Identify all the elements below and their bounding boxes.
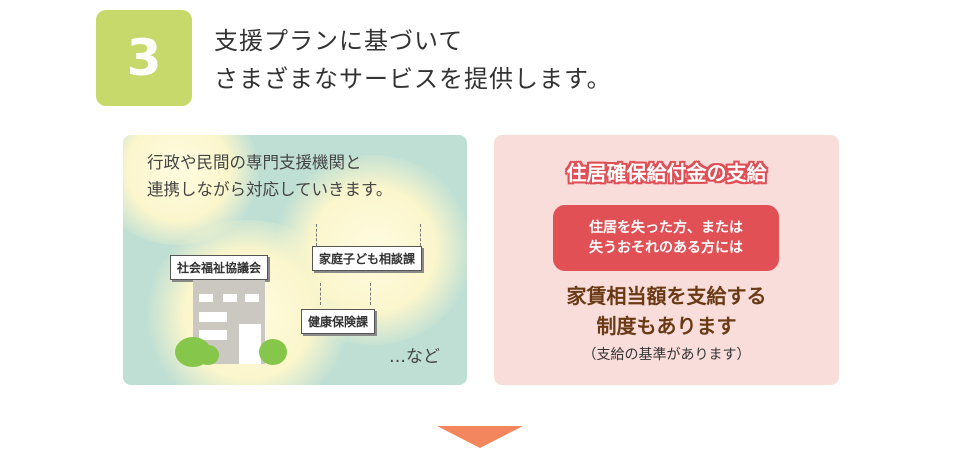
sign-hanger: [320, 283, 321, 305]
step-number-badge: 3: [96, 10, 192, 106]
sign-hanger: [316, 224, 317, 246]
rent-benefit-line2: 制度もあります: [596, 314, 737, 338]
eligibility-line2: 失うおそれのある方には: [589, 240, 743, 256]
housing-benefit-panel: 住居確保給付金の支給 住居を失った方、または 失うおそれのある方には 家賃相当額…: [494, 135, 839, 385]
building-window: [199, 294, 213, 302]
step-heading: 支援プランに基づいて さまざまなサービスを提供します。: [214, 22, 612, 98]
rent-benefit-line1: 家賃相当額を支給する: [566, 284, 767, 308]
building-window: [199, 330, 227, 340]
etc-label: …など: [389, 347, 440, 367]
step-heading-line1: 支援プランに基づいて: [214, 27, 464, 55]
building-window: [245, 294, 259, 302]
housing-benefit-title: 住居確保給付金の支給: [566, 161, 767, 185]
cooperation-text-line2: 連携しながら対応していきます。: [147, 180, 393, 199]
sign-hanger: [370, 283, 371, 305]
bush-right: [259, 339, 287, 365]
down-arrow-icon: [437, 426, 523, 448]
sign-social-welfare: 社会福祉協議会: [170, 255, 269, 280]
agency-cooperation-panel: 行政や民間の専門支援機関と 連携しながら対応していきます。 家庭子ども相談課 社…: [123, 135, 467, 385]
sign-hanger: [420, 224, 421, 246]
building-window: [223, 294, 237, 302]
step-heading-line2: さまざまなサービスを提供します。: [214, 65, 612, 93]
sign-health-insurance: 健康保険課: [301, 309, 376, 334]
bush-left-small: [197, 345, 219, 365]
building-door: [239, 324, 261, 364]
criteria-note: （支給の基準があります）: [582, 347, 751, 363]
sign-family-child: 家庭子ども相談課: [312, 246, 423, 271]
eligibility-box: 住居を失った方、または 失うおそれのある方には: [553, 205, 779, 271]
building-window: [199, 312, 227, 322]
rent-benefit-text: 家賃相当額を支給する 制度もあります: [494, 281, 839, 341]
cooperation-text: 行政や民間の専門支援機関と 連携しながら対応していきます。: [147, 149, 392, 203]
eligibility-line1: 住居を失った方、または: [589, 220, 743, 236]
cooperation-text-line1: 行政や民間の専門支援機関と: [147, 153, 362, 172]
step-number: 3: [126, 29, 162, 87]
